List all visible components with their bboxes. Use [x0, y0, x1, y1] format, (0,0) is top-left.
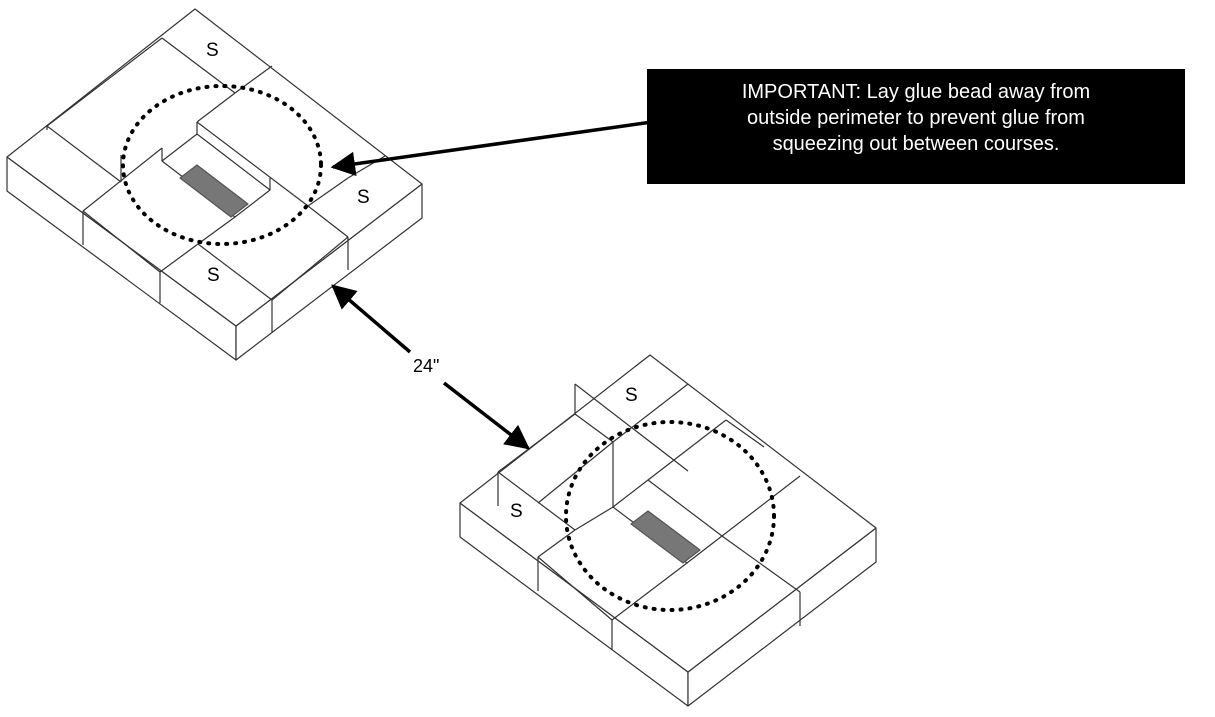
course-1-seam — [46, 125, 122, 183]
course-2-seam — [537, 441, 614, 504]
course-1-seam — [82, 210, 161, 273]
course-1-hole-shadow — [179, 164, 249, 218]
course-2-seam — [725, 419, 765, 448]
stretcher-label: S — [510, 501, 523, 522]
callout-leader-arrow — [330, 120, 653, 177]
dimension-arrow-upper — [331, 284, 412, 354]
course-2-seam — [574, 506, 614, 531]
course-2-seam — [537, 556, 613, 621]
callout-line: IMPORTANT: Lay glue bead away from — [741, 81, 1091, 103]
course-2-seam — [721, 535, 801, 593]
first-course-blocks — [6, 8, 423, 361]
course-2-seam — [611, 562, 688, 621]
important-callout: IMPORTANT: Lay glue bead away from outsi… — [647, 69, 1185, 184]
course-1-glue-bead — [121, 84, 323, 246]
stretcher-label: S — [625, 385, 638, 406]
course-2-hole-shadow — [630, 510, 701, 564]
course-1-seam — [196, 121, 309, 207]
course-1-seam — [197, 243, 273, 301]
course-2-seam — [647, 419, 727, 481]
course-2-glue-bead — [564, 420, 776, 612]
course-1-seam — [197, 216, 236, 245]
stretcher-label: S — [207, 265, 220, 286]
course-1-seam — [196, 92, 236, 123]
course-1-seam — [161, 37, 236, 94]
course-1-seam — [46, 37, 163, 127]
second-course-blocks — [459, 354, 877, 707]
stretcher-label: S — [206, 40, 219, 61]
course-2-seam — [612, 383, 689, 443]
course-1-seam — [159, 243, 199, 273]
course-2-seam — [537, 529, 576, 558]
callout-line: outside perimeter to prevent glue from — [747, 107, 1085, 129]
course-2-seam — [497, 413, 576, 473]
dimension-arrow-lower — [442, 381, 530, 450]
course-1-seam — [307, 205, 349, 238]
course-1-seam — [307, 177, 349, 207]
course-1-seam — [271, 236, 349, 301]
course-2-seam — [574, 413, 614, 443]
dimension-label: 24" — [410, 356, 443, 377]
course-2-seam — [497, 471, 576, 531]
stretcher-label: S — [357, 187, 370, 208]
callout-line: squeezing out between courses. — [772, 133, 1060, 155]
course-2-seam — [721, 475, 801, 537]
course-1-seam — [82, 147, 163, 212]
